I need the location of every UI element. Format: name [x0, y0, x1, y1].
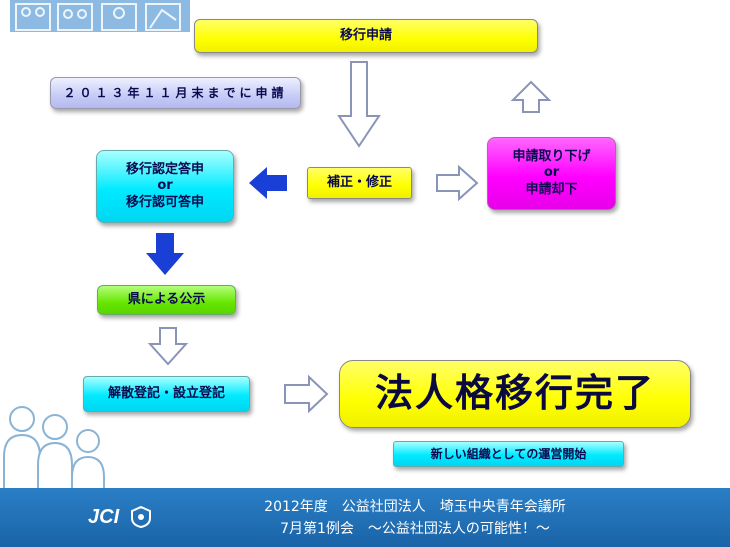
withdraw-label-3: 申請却下	[525, 181, 578, 197]
operation-label: 新しい組織としての運営開始	[430, 446, 587, 461]
withdraw-label-1: 申請取り下げ	[512, 149, 591, 165]
correction-box: 補正・修正	[307, 167, 412, 199]
arrow-up-withdraw	[510, 80, 552, 113]
arrow-registration-to-complete	[284, 374, 329, 414]
apply-label: 移行申請	[339, 27, 392, 43]
apply-box: 移行申請	[194, 19, 538, 53]
registration-box: 解散登記・設立登記	[83, 376, 250, 412]
complete-label: 法人格移行完了	[374, 371, 655, 416]
arrow-certify-to-announce	[146, 233, 184, 275]
arrow-correction-to-withdraw	[436, 164, 479, 202]
announce-box: 県による公示	[97, 285, 236, 315]
jci-logo-text: JCI	[88, 506, 120, 528]
announce-label: 県による公示	[127, 291, 206, 307]
arrow-correction-to-certify	[249, 167, 287, 199]
deadline-box: ２０１３年１１月末までに申請	[50, 77, 301, 109]
footer-line-1: 2012年度 公益社団法人 埼玉中央青年会議所	[264, 499, 566, 515]
footer-line-2: 7月第1例会 ～公益社団法人の可能性！～	[280, 521, 550, 537]
complete-box: 法人格移行完了	[339, 360, 691, 428]
jci-logo: JCI	[88, 506, 119, 529]
footer-bar: JCI 2012年度 公益社団法人 埼玉中央青年会議所 7月第1例会 ～公益社団…	[0, 488, 730, 547]
jci-emblem-icon	[131, 505, 151, 529]
figure-strip-icon	[10, 0, 190, 32]
certify-box: 移行認定答申 or 移行認可答申	[96, 150, 234, 223]
operation-box: 新しい組織としての運営開始	[393, 441, 624, 467]
withdraw-label-2: or	[543, 165, 560, 181]
certify-label-1: 移行認定答申	[125, 162, 204, 178]
deadline-label: ２０１３年１１月末までに申請	[63, 85, 288, 100]
certify-label-3: 移行認可答申	[125, 194, 204, 210]
arrow-apply-to-correction	[337, 61, 381, 148]
withdraw-box: 申請取り下げ or 申請却下	[487, 137, 616, 210]
correction-label: 補正・修正	[326, 174, 392, 190]
certify-label-2: or	[157, 178, 173, 194]
arrow-announce-to-registration	[147, 327, 189, 366]
registration-label: 解散登記・設立登記	[107, 385, 225, 401]
